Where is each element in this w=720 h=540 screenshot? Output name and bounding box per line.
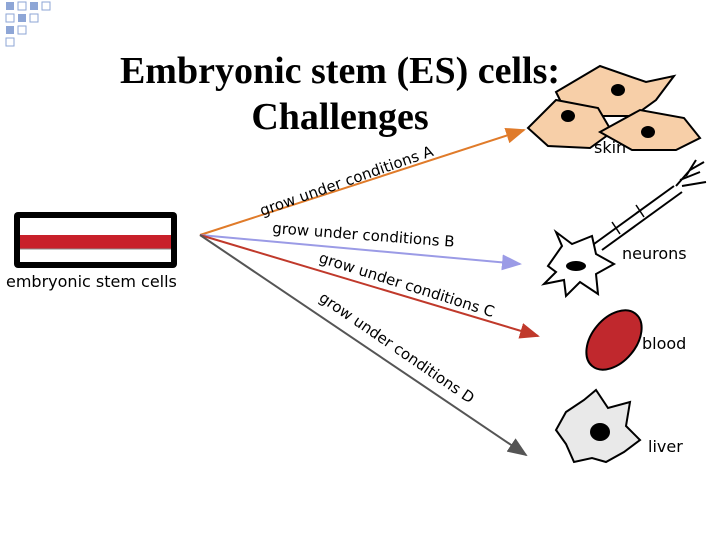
condition-a-label: grow under conditions A [257,142,436,220]
blood-label: blood [642,334,687,353]
condition-b-label: grow under conditions B [272,219,456,251]
neurons-label: neurons [622,244,687,263]
culture-dish-icon [14,212,177,268]
liver-cell-icon [554,388,642,464]
source-label: embryonic stem cells [6,272,177,291]
arrow-conditions-b [199,234,522,271]
slide-title: Embryonic stem (ES) cells: Challenges [90,48,590,140]
title-line-2: Challenges [251,96,429,138]
arrow-conditions-a [199,127,526,236]
skin-cells-icon [526,64,702,151]
liver-label: liver [648,437,683,456]
skin-label: skin [594,138,627,157]
corner-decoration [5,1,51,47]
arrow-conditions-d [199,234,528,457]
arrow-conditions-c [199,234,540,339]
title-line-1: Embryonic stem (ES) cells: [119,50,561,92]
neuron-icon [540,159,707,299]
blood-cell-icon [585,309,643,371]
